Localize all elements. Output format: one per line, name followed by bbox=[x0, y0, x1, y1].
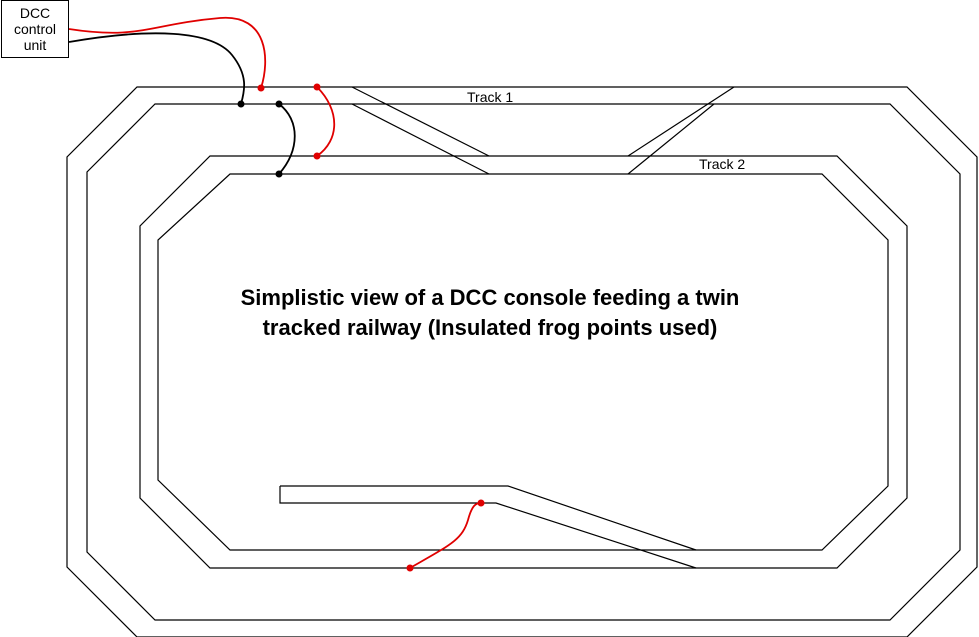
control-unit-line-1: DCC bbox=[19, 5, 51, 21]
crossover-right-rail-a bbox=[627, 86, 735, 157]
red-siding-dot-bottom bbox=[406, 564, 414, 572]
black-feed-wire bbox=[68, 32, 246, 105]
track2-inner-rail bbox=[157, 173, 889, 551]
black-jumper-dot-bottom bbox=[275, 170, 283, 178]
red-jumper-wire bbox=[316, 86, 336, 157]
track1-outer-rail bbox=[66, 86, 978, 637]
track2-outer-rail bbox=[139, 155, 908, 569]
dcc-control-unit-box: DCC control unit bbox=[1, 0, 69, 58]
siding-rail-lower bbox=[279, 486, 697, 569]
diagram-title: Simplistic view of a DCC console feeding… bbox=[200, 283, 780, 343]
siding-rail-upper bbox=[280, 485, 697, 551]
crossover-left-rail-b bbox=[351, 103, 490, 175]
red-jumper-dot-top bbox=[313, 83, 321, 91]
crossover-right-rail-b bbox=[627, 103, 715, 175]
title-line-1: Simplistic view of a DCC console feeding… bbox=[240, 285, 740, 310]
black-jumper-wire bbox=[278, 103, 296, 175]
red-jumper-dot-bottom bbox=[313, 152, 321, 160]
control-unit-line-3: unit bbox=[23, 37, 47, 53]
red-feed-wire bbox=[68, 17, 267, 89]
red-siding-dot-top bbox=[477, 499, 485, 507]
title-line-2: tracked railway (Insulated frog points u… bbox=[262, 315, 718, 340]
black-feed-dot bbox=[237, 100, 245, 108]
crossover-left-rail-a bbox=[351, 86, 490, 157]
track1-inner-rail bbox=[86, 103, 961, 621]
black-jumper-dot-top bbox=[275, 100, 283, 108]
track2-label: Track 2 bbox=[699, 156, 746, 172]
red-feed-dot bbox=[257, 84, 265, 92]
control-unit-line-2: control bbox=[13, 21, 57, 37]
red-siding-wire bbox=[409, 502, 482, 569]
track1-label: Track 1 bbox=[467, 89, 514, 105]
